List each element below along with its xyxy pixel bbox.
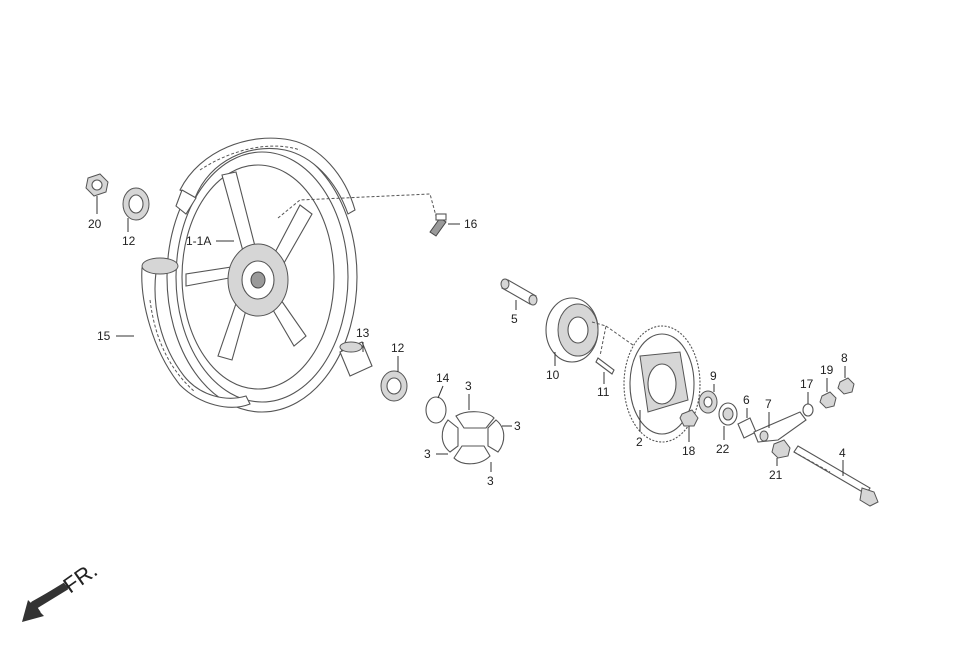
callout-3-top: 3 <box>465 379 472 393</box>
callout-11: 11 <box>597 385 610 399</box>
bearing-9 <box>698 390 718 414</box>
stud-11 <box>595 357 615 375</box>
washer-17 <box>802 403 814 417</box>
bearing-12-left <box>122 187 150 221</box>
front-arrow-icon <box>22 582 69 622</box>
callout-2: 2 <box>636 435 643 449</box>
callout-12-left: 12 <box>122 234 136 248</box>
callout-16: 16 <box>464 217 478 231</box>
callout-7: 7 <box>765 397 772 411</box>
sprocket-flange-10 <box>545 297 599 363</box>
nut-21 <box>771 439 791 459</box>
sprocket-2 <box>623 325 701 443</box>
callout-6: 6 <box>743 393 750 407</box>
callout-13: 13 <box>356 326 370 340</box>
callout-22: 22 <box>716 442 730 456</box>
callout-1-1a: 1-1A <box>186 234 211 248</box>
callout-8: 8 <box>841 351 848 365</box>
front-direction-label: FR. <box>59 557 102 598</box>
callout-9: 9 <box>710 369 717 383</box>
collar-6 <box>737 417 757 439</box>
leader-lines <box>96 196 846 476</box>
axle-4 <box>793 445 879 507</box>
nut-19 <box>819 391 837 409</box>
callout-5: 5 <box>511 312 518 326</box>
callout-21: 21 <box>769 468 783 482</box>
wheel-rim <box>166 141 358 413</box>
collar-13 <box>339 341 373 377</box>
callout-4: 4 <box>839 446 846 460</box>
nut-20 <box>85 173 109 197</box>
callout-3-bottom: 3 <box>487 474 494 488</box>
adjuster-plate-7 <box>753 411 807 443</box>
callout-19: 19 <box>820 363 834 377</box>
nut-8 <box>837 377 855 395</box>
callout-3-right: 3 <box>514 419 521 433</box>
bearing-12-right <box>380 370 408 402</box>
damper-rubbers-3 <box>441 411 505 465</box>
callout-17: 17 <box>800 377 814 391</box>
o-ring-14 <box>425 396 447 424</box>
callout-3-left: 3 <box>424 447 431 461</box>
callout-20: 20 <box>88 217 102 231</box>
callout-15: 15 <box>97 329 111 343</box>
callout-18: 18 <box>682 444 696 458</box>
valve-16 <box>429 213 447 237</box>
nut-18 <box>679 409 699 427</box>
callout-12-right: 12 <box>391 341 405 355</box>
seal-22 <box>718 402 738 426</box>
callout-14: 14 <box>436 371 450 385</box>
spacer-5 <box>500 278 538 306</box>
callout-10: 10 <box>546 368 560 382</box>
tire <box>141 137 356 408</box>
